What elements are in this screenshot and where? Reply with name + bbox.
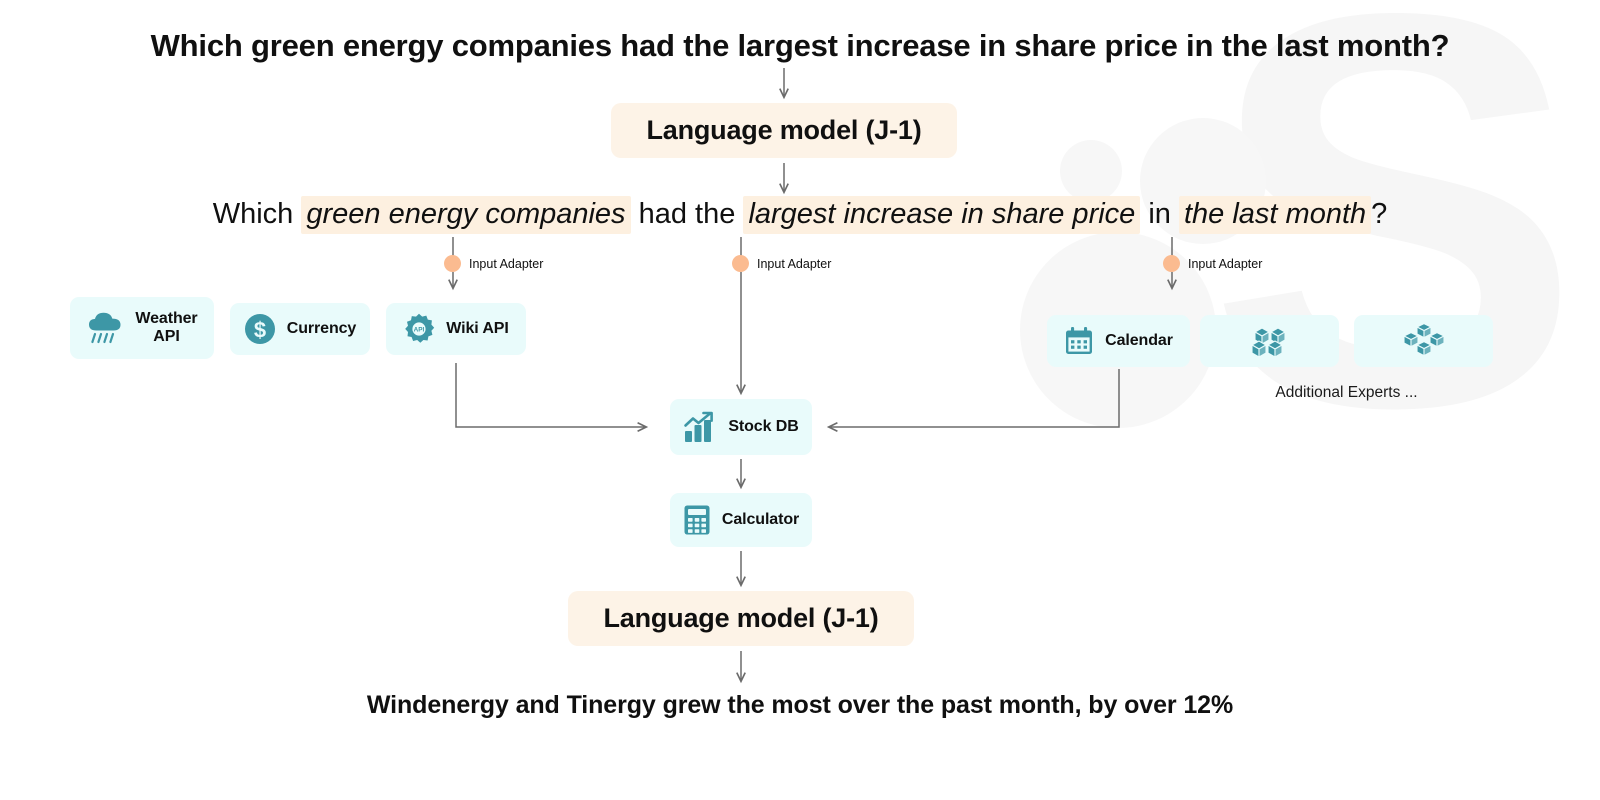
svg-text:API: API: [414, 327, 425, 334]
calculator-icon: [683, 504, 711, 536]
expert-label-calendar: Calendar: [1105, 332, 1173, 350]
expert-box-additional-1[interactable]: [1200, 315, 1339, 367]
watermark-letter-s: S: [1207, 0, 1582, 523]
expert-box-wiki-api[interactable]: API Wiki API: [386, 303, 526, 355]
input-adapter-1: Input Adapter: [444, 255, 543, 272]
parsed-query-highlight: green energy companies: [301, 196, 631, 234]
adapter-dot-icon: [732, 255, 749, 272]
cube-stack-icon: [1249, 322, 1291, 360]
input-adapter-label: Input Adapter: [757, 256, 832, 271]
additional-experts-label: Additional Experts ...: [1275, 384, 1418, 401]
gear-api-icon: API: [403, 313, 435, 345]
cube-cluster-icon: [1401, 323, 1447, 359]
elbow-calendar-to-stockdb: [826, 369, 1120, 432]
expert-label-stock-db: Stock DB: [728, 418, 799, 436]
expert-box-additional-2[interactable]: [1354, 315, 1493, 367]
calendar-icon: [1064, 326, 1094, 356]
input-adapter-label: Input Adapter: [469, 256, 544, 271]
language-model-box-bottom: Language model (J-1): [568, 591, 914, 646]
input-adapter-label: Input Adapter: [1188, 256, 1263, 271]
expert-label-calculator: Calculator: [721, 511, 800, 529]
output-answer-text: Windenergy and Tinergy grew the most ove…: [366, 691, 1234, 719]
parsed-query-text: Which green energy companies had the lar…: [0, 196, 1600, 234]
language-model-box-top: Language model (J-1): [611, 103, 957, 158]
parsed-query-highlight: the last month: [1178, 196, 1372, 234]
stock-chart-icon: [683, 411, 717, 443]
expert-box-calendar[interactable]: Calendar: [1047, 315, 1190, 367]
rain-cloud-icon: [86, 311, 124, 345]
input-question-text: Which green energy companies had the lar…: [150, 28, 1450, 63]
expert-box-stock-db[interactable]: Stock DB: [670, 399, 812, 455]
input-adapter-3: Input Adapter: [1163, 255, 1262, 272]
expert-box-calculator[interactable]: Calculator: [670, 493, 812, 547]
elbow-wiki-to-stockdb: [455, 363, 649, 432]
watermark-circle-small: [1060, 140, 1122, 202]
parsed-query-plain: in: [1140, 198, 1179, 230]
adapter-dot-icon: [444, 255, 461, 272]
svg-text:$: $: [254, 318, 266, 343]
adapter-dot-icon: [1163, 255, 1180, 272]
input-adapter-2: Input Adapter: [732, 255, 831, 272]
parsed-query-highlight: largest increase in share price: [743, 196, 1141, 234]
parsed-query-plain: ?: [1371, 198, 1388, 230]
parsed-query-plain: Which: [212, 198, 302, 230]
expert-label-currency: Currency: [286, 320, 357, 338]
dollar-coin-icon: $: [244, 313, 276, 345]
parsed-query-plain: had the: [630, 198, 744, 230]
expert-label-wiki-api: Wiki API: [446, 320, 509, 338]
expert-box-currency[interactable]: $ Currency: [230, 303, 370, 355]
